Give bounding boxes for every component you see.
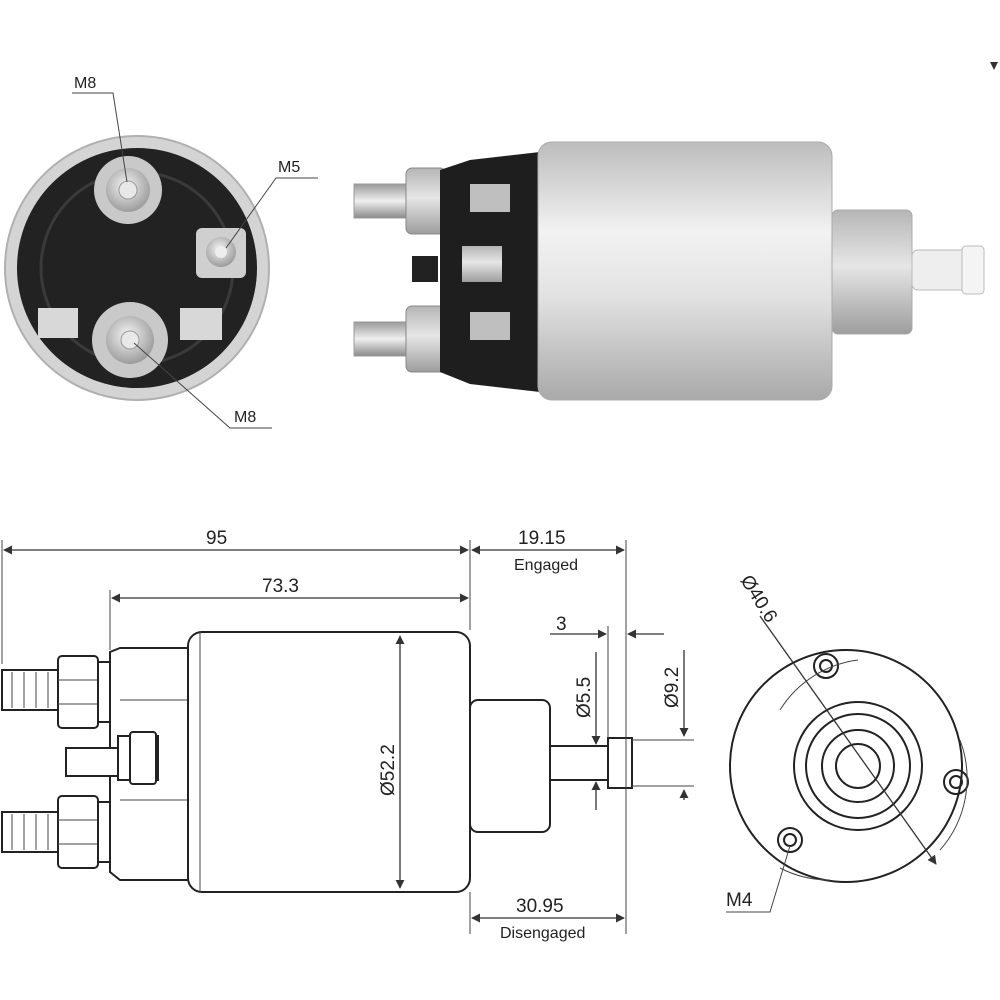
label-mounting-thread: M4 [726,890,753,911]
dim-plunger-step: 3 [556,614,567,635]
label-top-m8: M8 [74,75,96,92]
dim-engaged-travel: 19.15 [518,528,566,549]
end-view-photo: M8 M5 M8 [4,75,318,429]
bottom-m8-terminal [38,302,222,378]
label-disengaged: Disengaged [500,925,585,942]
dim-plunger-tip-diameter: Ø9.2 [662,667,683,708]
small-m5-terminal [196,228,246,278]
label-m5: M5 [278,159,300,176]
side-technical-drawing: 95 73.3 19.15 Engaged 3 Ø5.5 Ø9.2 Ø52.2 … [1,528,694,942]
upper-stud [1,655,111,729]
dim-body-length: 73.3 [262,576,299,597]
mounting-hole-right [943,769,969,795]
lower-stud [1,795,111,869]
dim-bolt-circle: Ø40.6 [736,572,781,627]
top-m8-terminal [94,156,162,224]
mounting-hole-bottom [777,827,803,853]
dim-overall-length: 95 [206,528,227,549]
dim-disengaged-travel: 30.95 [516,896,564,917]
mounting-hole-top [813,653,839,679]
end-technical-drawing: Ø40.6 M4 [726,572,969,913]
side-view-photo [353,62,998,401]
label-bottom-m8: M8 [234,409,256,426]
dim-body-diameter: Ø52.2 [378,744,399,796]
label-engaged: Engaged [514,557,578,574]
dim-shaft-diameter: Ø5.5 [574,677,595,718]
